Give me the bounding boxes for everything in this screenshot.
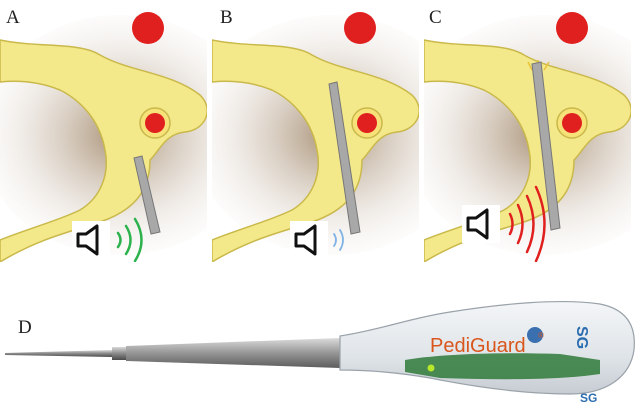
shaft <box>5 338 340 368</box>
handle: PediGuard ® SG SG <box>340 302 634 405</box>
speaker-icon <box>72 221 110 259</box>
circuit-board <box>405 353 600 379</box>
aorta-dot <box>132 12 164 44</box>
speaker-icon <box>462 205 500 243</box>
panel-label-b: B <box>220 8 233 27</box>
panel-label-a: A <box>6 8 20 27</box>
canal-dot <box>562 113 582 133</box>
sg-logo-bottom: SG <box>580 391 597 405</box>
aorta-dot <box>344 12 376 44</box>
brand-mark: ® <box>538 331 544 340</box>
speaker-icon <box>290 221 328 259</box>
vertebra-illustration-b <box>212 0 419 262</box>
indicator-led <box>428 365 435 372</box>
brand-name: PediGuard <box>430 335 526 357</box>
panel-b <box>212 0 419 262</box>
canal-dot <box>145 113 165 133</box>
pediguard-device: PediGuard ® SG SG <box>0 290 636 411</box>
vertebra-illustration-a <box>0 0 207 262</box>
panel-label-c: C <box>429 8 442 27</box>
vertebra-illustration-c <box>424 0 631 262</box>
sg-logo: SG <box>573 326 590 349</box>
panel-c <box>424 0 631 262</box>
panel-a <box>0 0 207 262</box>
aorta-dot <box>556 12 588 44</box>
canal-dot <box>357 113 377 133</box>
